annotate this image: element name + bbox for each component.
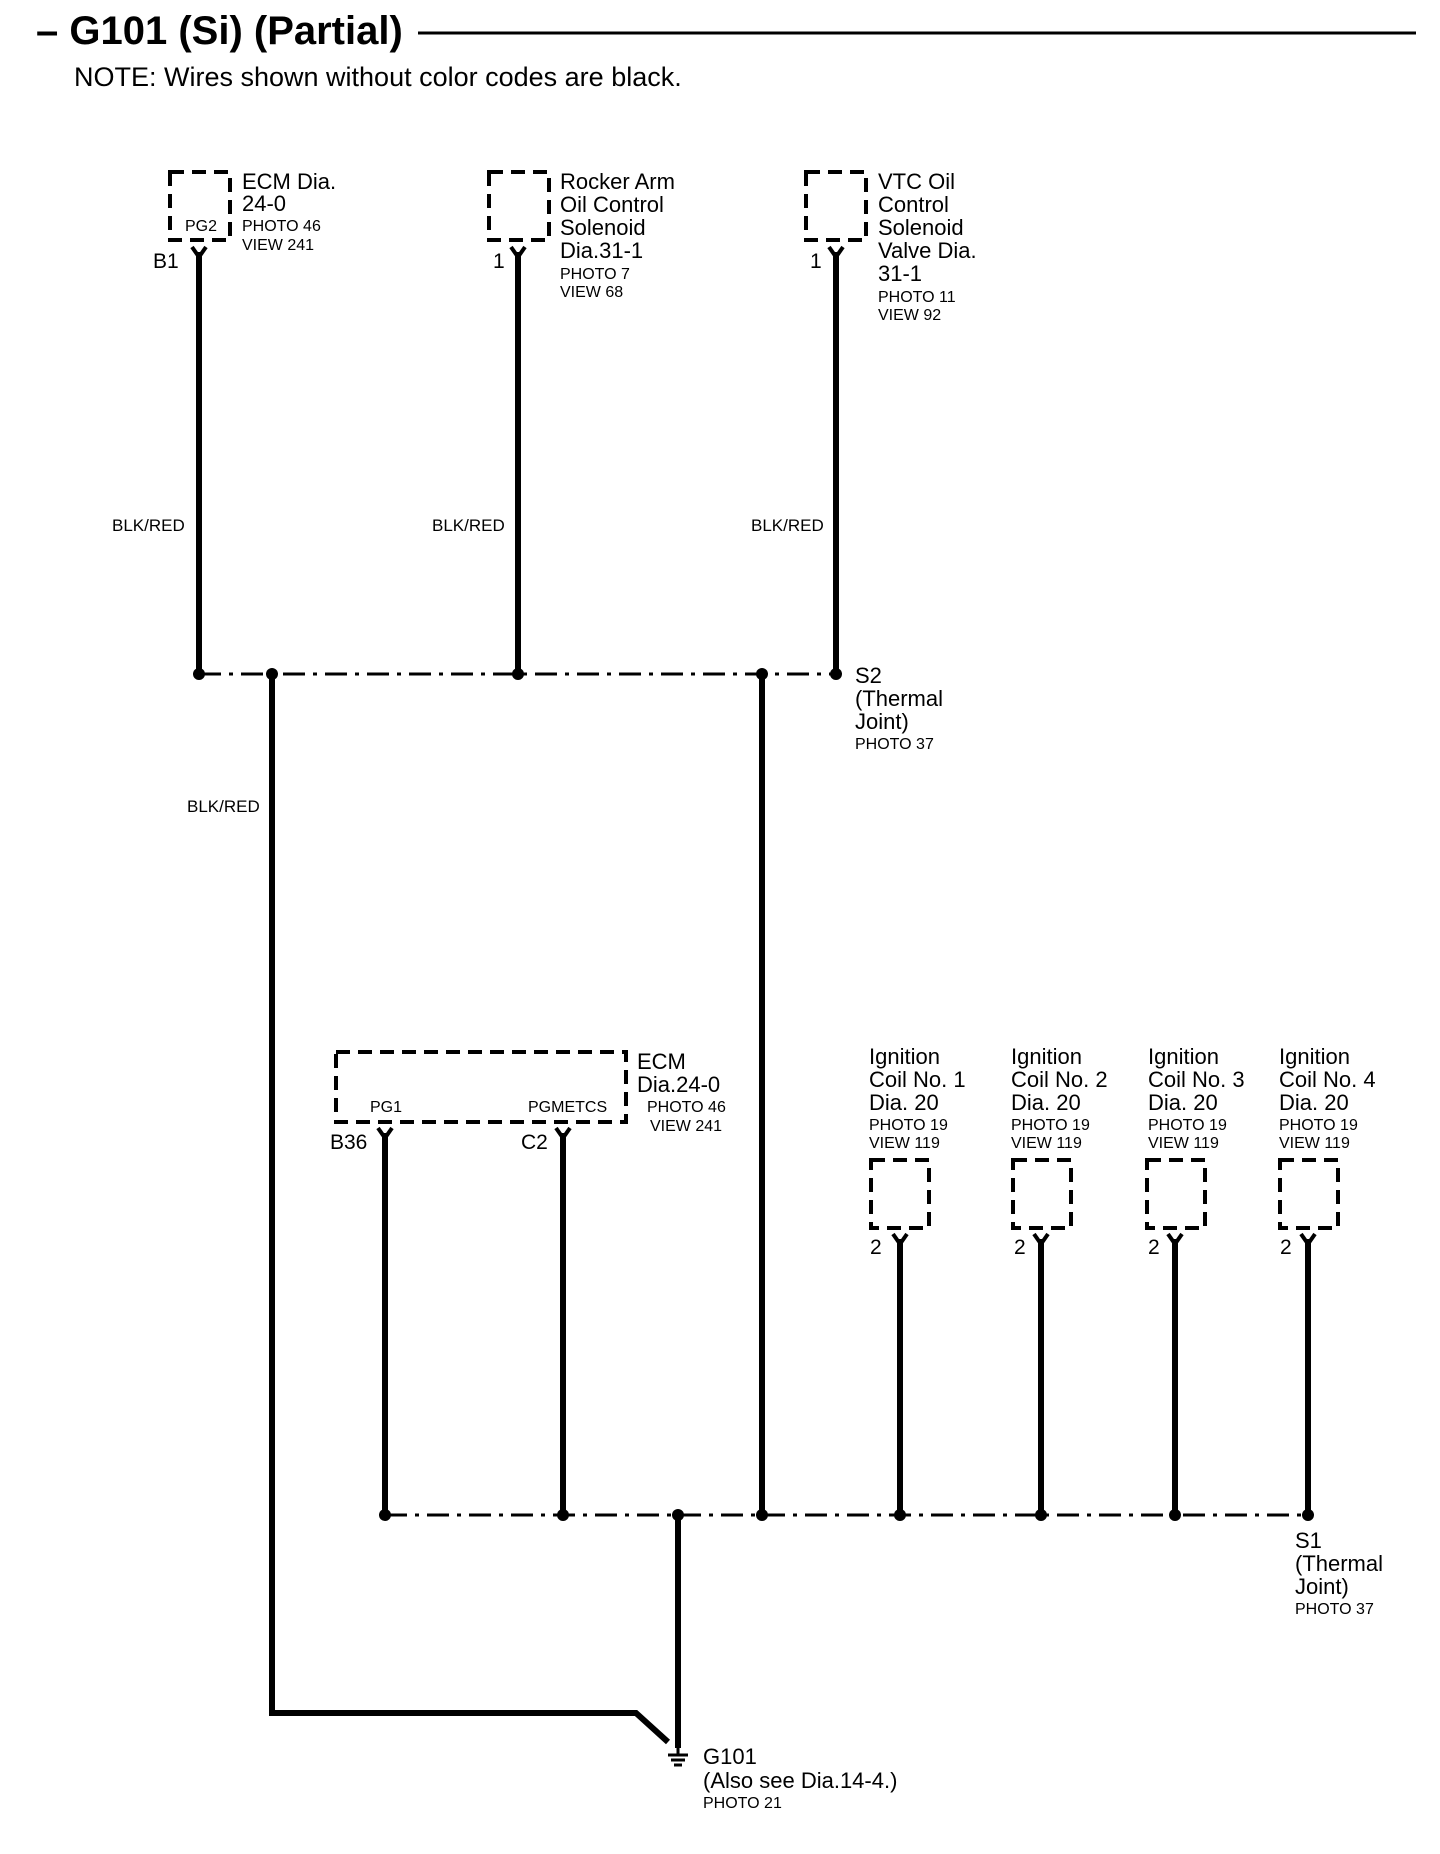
coil-4-box: [1278, 1158, 1340, 1230]
vtc-box: [804, 170, 868, 242]
ignition-coil-4[interactable]: Ignition Coil No. 4 Dia. 20 PHOTO 19 VIE…: [1278, 1044, 1382, 1259]
coil-3-name: Ignition Coil No. 3 Dia. 20: [1148, 1044, 1251, 1115]
ecm-top-pin: B1: [153, 250, 179, 273]
coil-3-pin: 2: [1148, 1236, 1160, 1259]
ecm-top-photo: PHOTO 46: [242, 218, 321, 235]
splice-dot: [512, 668, 524, 680]
rocker-arm-view: VIEW 68: [560, 284, 623, 301]
note-text: NOTE: Wires shown without color codes ar…: [74, 62, 682, 92]
coil-1-photo: PHOTO 19: [869, 1117, 948, 1134]
splice-dot: [193, 668, 205, 680]
ground-see-also: (Also see Dia.14-4.): [703, 1768, 897, 1793]
ecm-lower-name: ECM Dia.24-0: [637, 1049, 720, 1097]
s2-label: S2 (Thermal Joint): [855, 663, 949, 734]
coil-4-photo: PHOTO 19: [1279, 1117, 1358, 1134]
ecm-top-connector[interactable]: PG2 ECM Dia. 24-0 PHOTO 46 VIEW 241 B1: [153, 169, 342, 273]
ecm-lower-pin-c2: C2: [521, 1131, 548, 1154]
ecm-lower-photo: PHOTO 46: [647, 1099, 726, 1116]
ecm-lower-pin-label-pgmetcs: PGMETCS: [528, 1099, 607, 1116]
ground-name: G101: [703, 1744, 757, 1769]
ecm-lower-pin-label-pg1: PG1: [370, 1099, 402, 1116]
ecm-lower-connector[interactable]: PG1 PGMETCS ECM Dia.24-0 PHOTO 46 VIEW 2…: [330, 1049, 726, 1154]
page-title: – G101 (Si) (Partial): [36, 9, 403, 53]
trunk-wire-to-ground[interactable]: [269, 674, 671, 1745]
rocker-arm-solenoid[interactable]: Rocker Arm Oil Control Solenoid Dia.31-1…: [487, 169, 681, 301]
splice-dot: [830, 668, 842, 680]
coil-4-pin: 2: [1280, 1236, 1292, 1259]
rocker-arm-photo: PHOTO 7: [560, 266, 630, 283]
coil-2-photo: PHOTO 19: [1011, 1117, 1090, 1134]
ecm-lower-pin-b36: B36: [330, 1131, 367, 1154]
ground-photo: PHOTO 21: [703, 1795, 782, 1812]
splice-dot: [756, 1509, 768, 1521]
wire-color-label: BLK/RED: [112, 516, 185, 535]
wire-color-label: BLK/RED: [751, 516, 824, 535]
vtc-pin: 1: [810, 250, 822, 273]
splice-dot: [1302, 1509, 1314, 1521]
coil-3-box: [1145, 1158, 1207, 1230]
coil-1-pin: 2: [870, 1236, 882, 1259]
ignition-coil-3[interactable]: Ignition Coil No. 3 Dia. 20 PHOTO 19 VIE…: [1145, 1044, 1251, 1259]
ignition-coil-1[interactable]: Ignition Coil No. 1 Dia. 20 PHOTO 19 VIE…: [869, 1044, 972, 1259]
coil-1-box: [869, 1158, 931, 1230]
coil-1-name: Ignition Coil No. 1 Dia. 20: [869, 1044, 972, 1115]
vtc-name: VTC Oil Control Solenoid Valve Dia. 31-1: [878, 169, 983, 286]
s1-photo: PHOTO 37: [1295, 1601, 1374, 1618]
coil-4-name: Ignition Coil No. 4 Dia. 20: [1279, 1044, 1382, 1115]
coil-2-name: Ignition Coil No. 2 Dia. 20: [1011, 1044, 1114, 1115]
ecm-top-box: [168, 170, 232, 242]
trunk-wire-color-label: BLK/RED: [187, 797, 260, 816]
ecm-top-name: ECM Dia. 24-0: [242, 169, 342, 216]
coil-4-view: VIEW 119: [1279, 1135, 1350, 1152]
s1-label: S1 (Thermal Joint): [1295, 1528, 1389, 1599]
splice-dot: [557, 1509, 569, 1521]
wire-color-label: BLK/RED: [432, 516, 505, 535]
rocker-arm-pin: 1: [493, 250, 505, 273]
splice-dot: [894, 1509, 906, 1521]
s2-photo: PHOTO 37: [855, 736, 934, 753]
ecm-top-inner-label: PG2: [185, 218, 217, 235]
ignition-coil-2[interactable]: Ignition Coil No. 2 Dia. 20 PHOTO 19 VIE…: [1011, 1044, 1114, 1259]
coil-2-view: VIEW 119: [1011, 1135, 1082, 1152]
rocker-arm-name: Rocker Arm Oil Control Solenoid Dia.31-1: [560, 169, 681, 263]
ground-icon: [668, 1748, 688, 1767]
splice-dot: [1169, 1509, 1181, 1521]
coil-2-box: [1011, 1158, 1073, 1230]
ecm-top-view: VIEW 241: [242, 237, 314, 254]
vtc-photo: PHOTO 11: [878, 289, 956, 306]
vtc-view: VIEW 92: [878, 307, 941, 324]
rocker-arm-box: [487, 170, 551, 242]
coil-1-view: VIEW 119: [869, 1135, 940, 1152]
coil-3-view: VIEW 119: [1148, 1135, 1219, 1152]
ecm-lower-box: [334, 1050, 628, 1124]
ecm-lower-view: VIEW 241: [650, 1118, 722, 1135]
splice-dot: [1035, 1509, 1047, 1521]
splice-dot: [379, 1509, 391, 1521]
vtc-solenoid-valve[interactable]: VTC Oil Control Solenoid Valve Dia. 31-1…: [804, 169, 983, 324]
coil-3-photo: PHOTO 19: [1148, 1117, 1227, 1134]
coil-2-pin: 2: [1014, 1236, 1026, 1259]
